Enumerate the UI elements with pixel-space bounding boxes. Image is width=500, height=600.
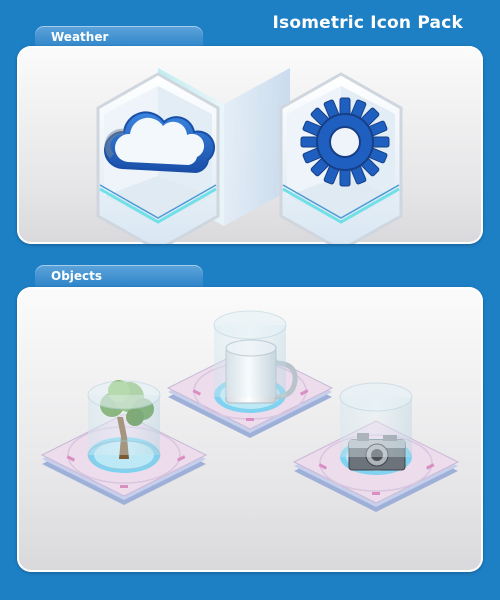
objects-panel <box>17 287 483 572</box>
tab-objects[interactable]: Objects <box>35 265 203 287</box>
cloud-icon[interactable] <box>96 68 290 244</box>
sun-icon[interactable] <box>279 72 403 244</box>
tab-objects-label: Objects <box>51 269 103 283</box>
page-title: Isometric Icon Pack <box>272 13 463 33</box>
weather-panel <box>17 46 483 244</box>
mug-icon[interactable] <box>166 310 334 438</box>
tree-icon[interactable] <box>40 380 208 505</box>
camera-icon[interactable] <box>292 382 460 512</box>
tab-weather-label: Weather <box>51 30 109 44</box>
tab-weather[interactable]: Weather <box>35 26 203 48</box>
